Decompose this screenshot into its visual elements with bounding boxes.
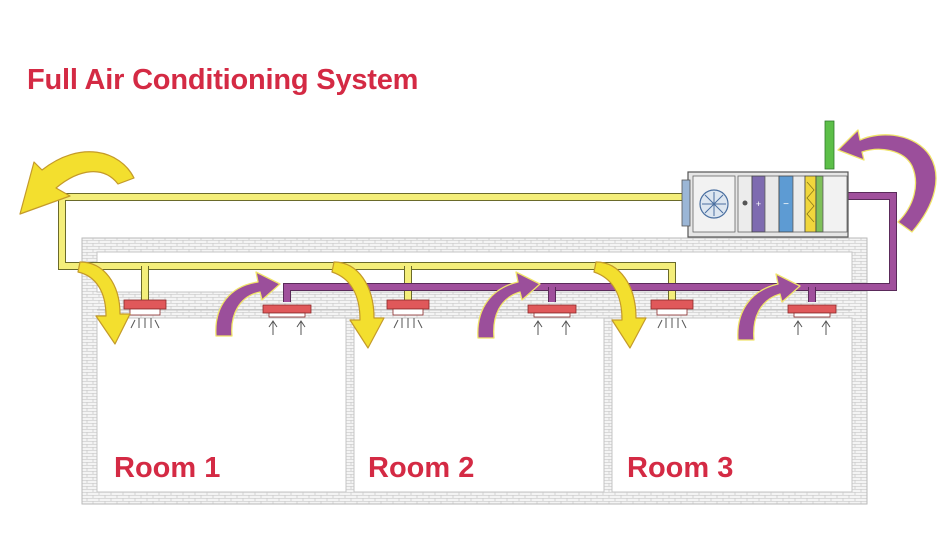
fresh-air-intake <box>824 120 835 170</box>
room-label-1: Room 1 <box>114 452 221 484</box>
building-walls <box>81 237 868 505</box>
return-arrow-icon <box>737 273 801 341</box>
diffuser-icon <box>386 299 430 329</box>
supply-arrow-icon <box>77 261 131 345</box>
svg-text:+: + <box>756 199 761 209</box>
supply-airflow-arrows <box>19 151 647 349</box>
return-duct <box>283 192 897 302</box>
diffuser-icon <box>123 299 167 329</box>
room-2 <box>353 317 605 493</box>
room-label-2: Room 2 <box>368 452 475 484</box>
return-arrow-icon <box>215 271 281 337</box>
room-3 <box>611 317 853 493</box>
room-label-3: Room 3 <box>627 452 734 484</box>
return-arrow-icon <box>837 129 937 233</box>
supply-arrow-icon <box>19 151 135 215</box>
fan-icon <box>699 189 729 219</box>
title: Full Air Conditioning System <box>27 64 419 96</box>
return-grilles <box>262 304 837 335</box>
diffuser-icon <box>262 304 312 335</box>
room-1 <box>96 317 347 493</box>
return-arrow-icon <box>477 271 541 339</box>
diffuser-icon <box>527 304 577 335</box>
supply-arrow-icon <box>331 261 385 349</box>
diffuser-icon <box>650 299 694 329</box>
diffuser-icon <box>787 304 837 335</box>
svg-text:−: − <box>783 199 789 210</box>
air-handling-unit-icon: + − <box>681 120 849 238</box>
return-airflow-arrows <box>215 129 937 341</box>
supply-arrow-icon <box>593 261 647 349</box>
supply-diffusers <box>123 299 694 329</box>
